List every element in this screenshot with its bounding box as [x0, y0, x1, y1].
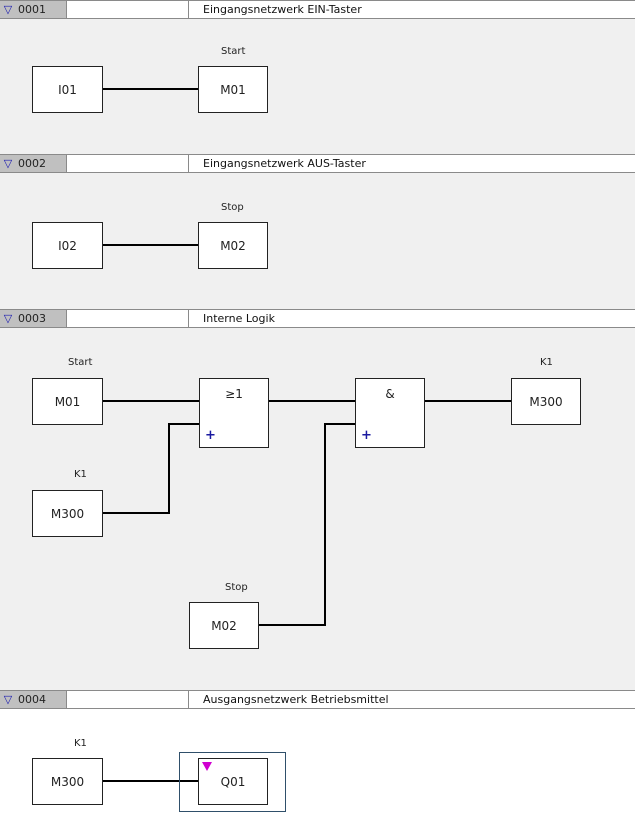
- operand-box-M300[interactable]: M300: [32, 490, 103, 537]
- operand-address: Q01: [220, 774, 246, 789]
- connection-wire: [269, 400, 355, 402]
- symbol-label: Stop: [225, 582, 248, 593]
- operand-address: I01: [58, 82, 77, 97]
- symbol-label: K1: [540, 357, 553, 368]
- add-input-plus-icon[interactable]: +: [205, 428, 216, 443]
- operand-address: M02: [220, 238, 246, 253]
- network-number: 0004: [18, 693, 46, 706]
- and-gate-block[interactable]: & +: [355, 378, 425, 448]
- operand-box-M300-output[interactable]: M300: [511, 378, 581, 425]
- collapse-triangle-icon[interactable]: ▽: [3, 3, 13, 16]
- symbol-label: K1: [74, 738, 87, 749]
- connection-wire: [103, 512, 170, 514]
- connection-wire: [103, 244, 198, 246]
- network-number-cell[interactable]: ▽ 0004: [0, 691, 67, 708]
- network-body-0001: I01 Start M01: [0, 19, 635, 154]
- or-gate-symbol: ≥1: [225, 387, 243, 401]
- collapse-triangle-icon[interactable]: ▽: [3, 312, 13, 325]
- connection-wire: [324, 423, 355, 425]
- operand-box-M01[interactable]: M01: [198, 66, 268, 113]
- network-number-cell[interactable]: ▽ 0001: [0, 1, 67, 18]
- network-title: Eingangsnetzwerk AUS-Taster: [203, 157, 366, 170]
- output-marker-icon: [202, 762, 212, 771]
- operand-box-M300[interactable]: M300: [32, 758, 103, 805]
- network-number-cell[interactable]: ▽ 0003: [0, 310, 67, 327]
- collapse-triangle-icon[interactable]: ▽: [3, 693, 13, 706]
- network-title: Interne Logik: [203, 312, 275, 325]
- or-gate-block[interactable]: ≥1 +: [199, 378, 269, 448]
- output-coil-Q01[interactable]: Q01: [198, 758, 268, 805]
- operand-box-I01[interactable]: I01: [32, 66, 103, 113]
- network-number: 0001: [18, 3, 46, 16]
- network-comment-cell[interactable]: [67, 155, 189, 172]
- add-input-plus-icon[interactable]: +: [361, 428, 372, 443]
- operand-address: M01: [220, 82, 246, 97]
- symbol-label: Start: [68, 357, 93, 368]
- connection-wire: [324, 423, 326, 626]
- network-number: 0003: [18, 312, 46, 325]
- connection-wire: [103, 780, 198, 782]
- connection-wire: [168, 423, 170, 514]
- operand-address: I02: [58, 238, 77, 253]
- connection-wire: [425, 400, 511, 402]
- selection-frame: [179, 752, 286, 812]
- connection-wire: [168, 423, 199, 425]
- network-comment-cell[interactable]: [67, 310, 189, 327]
- operand-address: M02: [211, 618, 237, 633]
- and-gate-symbol: &: [385, 387, 395, 401]
- connection-wire: [259, 624, 326, 626]
- operand-address: M01: [54, 394, 81, 409]
- connection-wire: [103, 400, 199, 402]
- connection-wire: [103, 88, 198, 90]
- network-body-0002: I02 Stop M02: [0, 173, 635, 309]
- network-header-0003[interactable]: ▽ 0003 Interne Logik: [0, 309, 635, 328]
- operand-address: M300: [50, 506, 85, 521]
- operand-box-M01[interactable]: M01: [32, 378, 103, 425]
- network-body-0003: Start M01 ≥1 + K1 M300 & + Stop M02 K1 M…: [0, 328, 635, 690]
- network-number-cell[interactable]: ▽ 0002: [0, 155, 67, 172]
- network-comment-cell[interactable]: [67, 1, 189, 18]
- operand-address: M300: [529, 394, 563, 409]
- network-header-0004[interactable]: ▽ 0004 Ausgangsnetzwerk Betriebsmittel: [0, 690, 635, 709]
- network-body-0004: K1 M300 Q01: [0, 709, 635, 825]
- operand-box-M02[interactable]: M02: [189, 602, 259, 649]
- symbol-label: K1: [74, 469, 87, 480]
- operand-box-M02[interactable]: M02: [198, 222, 268, 269]
- network-header-0002[interactable]: ▽ 0002 Eingangsnetzwerk AUS-Taster: [0, 154, 635, 173]
- network-comment-cell[interactable]: [67, 691, 189, 708]
- network-title: Ausgangsnetzwerk Betriebsmittel: [203, 693, 389, 706]
- collapse-triangle-icon[interactable]: ▽: [3, 157, 13, 170]
- symbol-label: Stop: [221, 202, 244, 213]
- network-title: Eingangsnetzwerk EIN-Taster: [203, 3, 362, 16]
- operand-address: M300: [50, 774, 85, 789]
- symbol-label: Start: [221, 46, 246, 57]
- network-number: 0002: [18, 157, 46, 170]
- network-header-0001[interactable]: ▽ 0001 Eingangsnetzwerk EIN-Taster: [0, 0, 635, 19]
- operand-box-I02[interactable]: I02: [32, 222, 103, 269]
